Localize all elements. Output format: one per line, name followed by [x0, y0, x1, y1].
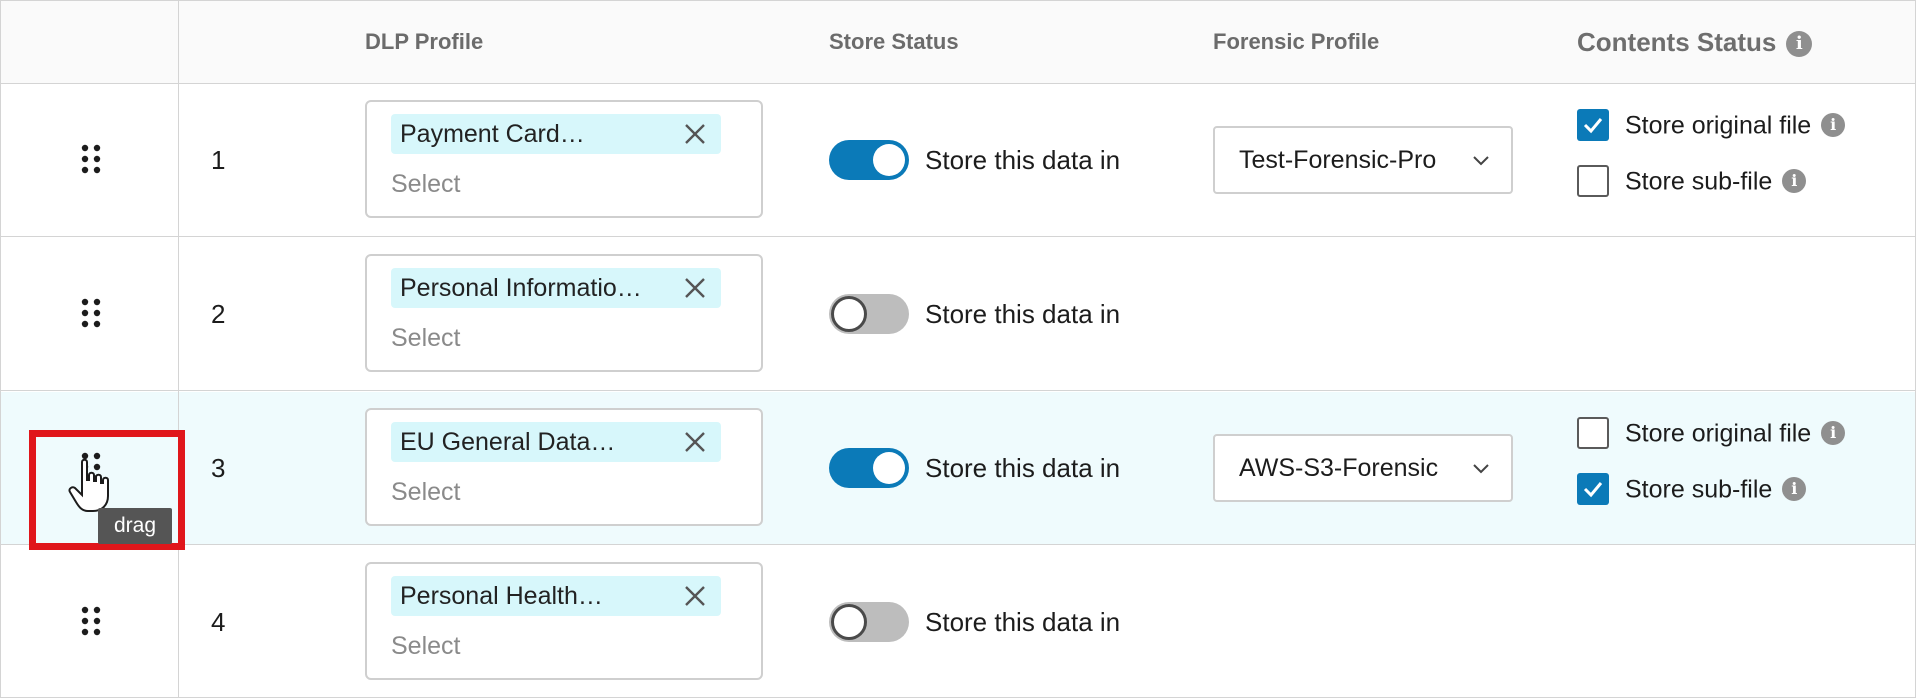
- select-placeholder[interactable]: Select: [391, 170, 461, 198]
- dlp-profile-tag: Personal Health…: [391, 576, 721, 616]
- row-index: 1: [211, 145, 226, 175]
- toggle-knob: [873, 144, 905, 176]
- dlp-profile-tag-label: Personal Informatio…: [400, 274, 642, 302]
- header-store-status: Store Status: [829, 29, 959, 54]
- select-placeholder[interactable]: Select: [391, 632, 461, 660]
- chevron-down-icon: [1471, 150, 1491, 170]
- info-icon[interactable]: i: [1821, 421, 1846, 446]
- dlp-profile-tag: Payment Card…: [391, 114, 721, 154]
- store-original-label: Store original file: [1625, 419, 1812, 448]
- drag-handle-icon[interactable]: [74, 296, 108, 330]
- table-header: DLP Profile Store Status Forensic Profil…: [1, 1, 1915, 84]
- select-placeholder[interactable]: Select: [391, 478, 461, 506]
- annotation-highlight-box: [29, 430, 185, 550]
- forensic-profile-value: AWS-S3-Forensic: [1239, 454, 1439, 482]
- header-contents-status-label: Contents Status: [1577, 27, 1777, 57]
- forensic-profile-dropdown[interactable]: Test-Forensic-Pro: [1213, 126, 1513, 194]
- close-icon[interactable]: [683, 276, 707, 300]
- table-row: 3 EU General Data… Select Store this dat…: [1, 392, 1915, 545]
- dlp-profile-tag: EU General Data…: [391, 422, 721, 462]
- info-icon[interactable]: i: [1821, 113, 1846, 138]
- store-sub-label: Store sub-file: [1625, 475, 1773, 504]
- close-icon[interactable]: [683, 430, 707, 454]
- row-index: 4: [211, 607, 226, 637]
- drag-tooltip: drag: [98, 508, 172, 544]
- info-icon[interactable]: i: [1786, 31, 1813, 58]
- select-placeholder[interactable]: Select: [391, 324, 461, 352]
- store-status-label: Store this data in: [925, 145, 1121, 175]
- dlp-profile-multiselect[interactable]: EU General Data… Select: [365, 408, 763, 526]
- check-icon: [1583, 482, 1603, 498]
- hand-cursor-icon: [68, 458, 112, 514]
- dlp-profile-multiselect[interactable]: Payment Card… Select: [365, 100, 763, 218]
- column-divider: [178, 1, 179, 697]
- header-contents-status: Contents Status i: [1577, 1, 1813, 83]
- store-status-toggle[interactable]: [829, 602, 909, 642]
- store-original-file-option[interactable]: Store original file i: [1577, 414, 1846, 450]
- store-status-label: Store this data in: [925, 453, 1121, 483]
- store-original-checkbox[interactable]: [1577, 109, 1609, 142]
- toggle-knob: [831, 604, 867, 640]
- close-icon[interactable]: [683, 122, 707, 146]
- header-dlp-profile: DLP Profile: [365, 29, 484, 54]
- dlp-profile-tag-label: Payment Card…: [400, 120, 585, 148]
- store-status-toggle[interactable]: [829, 448, 909, 488]
- dlp-profile-tag-label: Personal Health…: [400, 582, 603, 610]
- store-status-toggle[interactable]: [829, 140, 909, 180]
- store-status-toggle[interactable]: [829, 294, 909, 334]
- store-sub-checkbox[interactable]: [1577, 473, 1609, 506]
- forensic-profile-value: Test-Forensic-Pro: [1239, 146, 1437, 174]
- info-icon[interactable]: i: [1782, 169, 1807, 194]
- row-index: 2: [211, 299, 226, 329]
- row-index: 3: [211, 453, 226, 483]
- check-icon: [1583, 118, 1603, 134]
- chevron-down-icon: [1471, 458, 1491, 478]
- store-original-checkbox[interactable]: [1577, 417, 1609, 450]
- toggle-knob: [873, 452, 905, 484]
- table-row: 1 Payment Card… Select Store this data i…: [1, 84, 1915, 237]
- store-original-file-option[interactable]: Store original file i: [1577, 106, 1846, 142]
- toggle-knob: [831, 296, 867, 332]
- dlp-profile-tag-label: EU General Data…: [400, 428, 616, 456]
- table-row: 4 Personal Health… Select Store this dat…: [1, 546, 1915, 699]
- dlp-profile-tag: Personal Informatio…: [391, 268, 721, 308]
- store-status-label: Store this data in: [925, 299, 1121, 329]
- header-forensic-profile: Forensic Profile: [1213, 29, 1380, 54]
- drag-handle-icon[interactable]: [74, 142, 108, 176]
- table-row: 2 Personal Informatio… Select Store this…: [1, 238, 1915, 391]
- store-sub-checkbox[interactable]: [1577, 165, 1609, 198]
- store-sub-label: Store sub-file: [1625, 167, 1773, 196]
- close-icon[interactable]: [683, 584, 707, 608]
- forensic-profile-dropdown[interactable]: AWS-S3-Forensic: [1213, 434, 1513, 502]
- drag-handle-icon[interactable]: [74, 604, 108, 638]
- store-original-label: Store original file: [1625, 111, 1812, 140]
- store-sub-file-option[interactable]: Store sub-file i: [1577, 162, 1807, 198]
- store-status-label: Store this data in: [925, 607, 1121, 637]
- store-sub-file-option[interactable]: Store sub-file i: [1577, 470, 1807, 506]
- info-icon[interactable]: i: [1782, 477, 1807, 502]
- dlp-profile-multiselect[interactable]: Personal Health… Select: [365, 562, 763, 680]
- dlp-profile-multiselect[interactable]: Personal Informatio… Select: [365, 254, 763, 372]
